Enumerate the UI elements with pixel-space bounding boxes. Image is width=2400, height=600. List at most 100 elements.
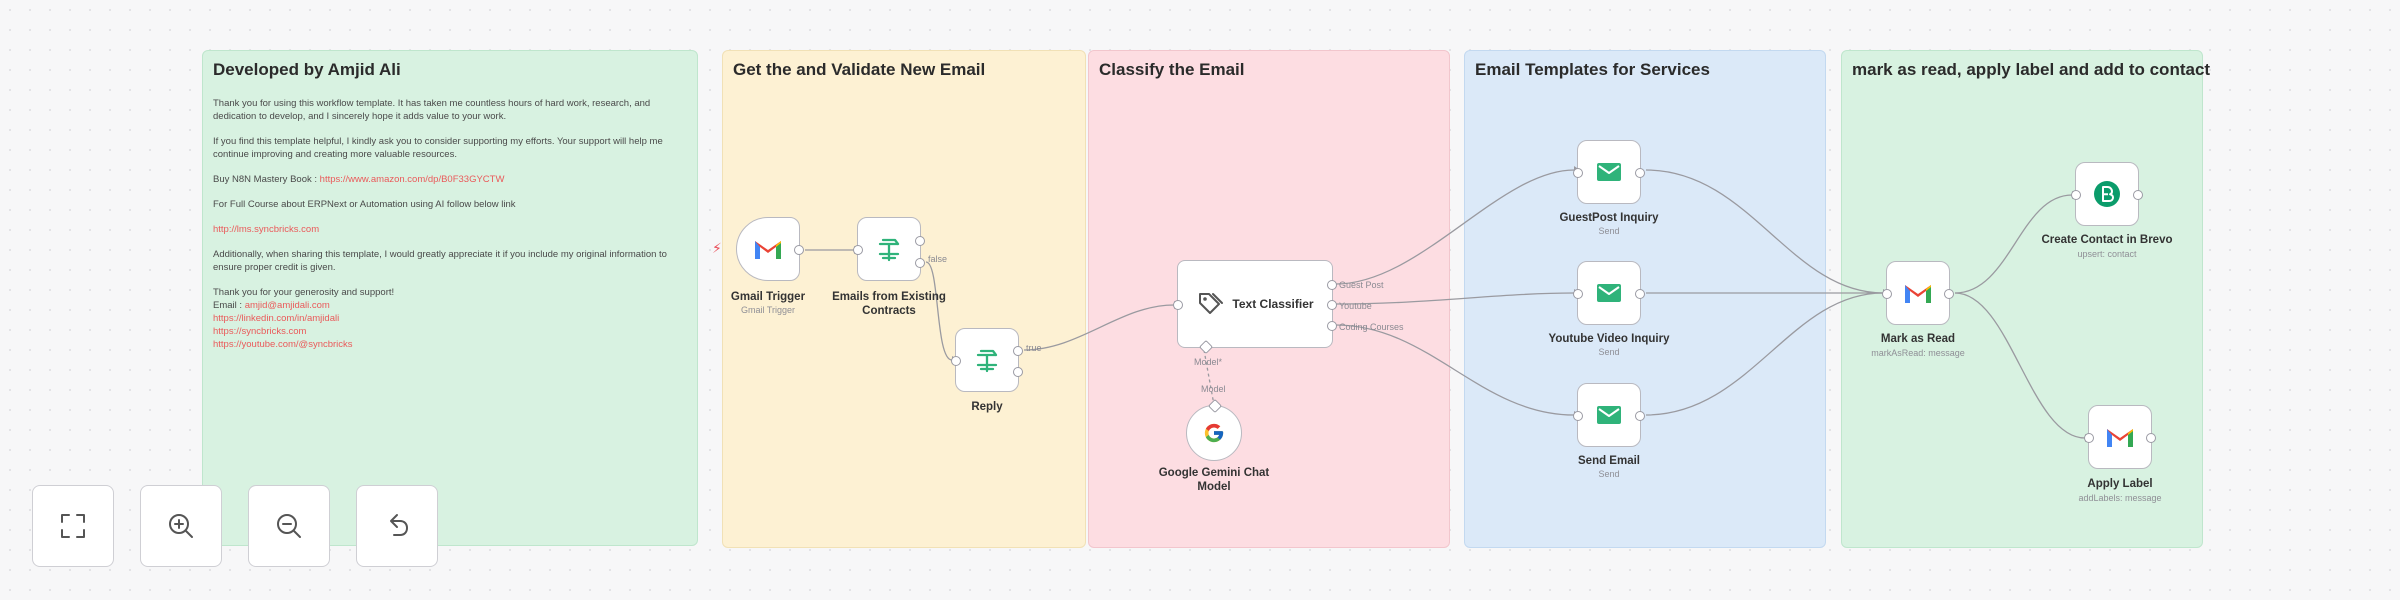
notes-email-prefix: Email : [213, 300, 245, 311]
node-label: GuestPost Inquiry [1559, 212, 1659, 224]
output-port[interactable] [1944, 289, 1954, 299]
node-sublabel: Send [1598, 347, 1620, 357]
output-port-youtube[interactable] [1327, 300, 1337, 310]
port-name-coding: Coding Courses [1339, 322, 1404, 332]
filter-icon [976, 349, 998, 373]
sticky-title-templates: Email Templates for Services [1475, 60, 1710, 79]
lightning-icon: ⚡ [712, 240, 722, 256]
input-port[interactable] [2084, 433, 2094, 443]
node-sublabel: addLabels: message [2078, 493, 2162, 503]
node-send-email[interactable] [1573, 383, 1645, 447]
sticky-title-get-validate: Get the and Validate New Email [733, 60, 986, 79]
book-link[interactable]: https://www.amazon.com/dp/B0F33GYCTW [319, 174, 505, 185]
output-port-guest[interactable] [1327, 280, 1337, 290]
node-label: Emails from Existing Contracts [832, 291, 946, 317]
node-label: Send Email [1578, 455, 1640, 467]
port-name-model: Model [1201, 384, 1226, 394]
node-gmail-trigger[interactable] [736, 217, 804, 281]
input-port[interactable] [951, 356, 961, 366]
input-port[interactable] [1173, 300, 1183, 310]
node-mark-read[interactable] [1882, 261, 1954, 325]
node-sublabel: Send [1598, 469, 1620, 479]
zoom-in-icon [169, 514, 193, 538]
notes-paragraph: Thank you for your generosity and suppor… [213, 286, 683, 351]
input-port[interactable] [853, 245, 863, 255]
lms-link[interactable]: http://lms.syncbricks.com [213, 224, 320, 235]
input-port[interactable] [1573, 289, 1583, 299]
output-port[interactable] [1635, 411, 1645, 421]
fullscreen-icon [61, 514, 85, 538]
notes-paragraph: If you find this template helpful, I kin… [213, 136, 663, 160]
filter-icon [878, 238, 900, 262]
gmail-icon [1905, 285, 1931, 303]
fullscreen-button[interactable] [32, 485, 114, 567]
notes-book-prefix: Buy N8N Mastery Book : [213, 174, 320, 185]
notes-paragraph: For Full Course about ERPNext or Automat… [213, 199, 516, 210]
email-send-icon [1597, 284, 1621, 302]
input-port[interactable] [1573, 168, 1583, 178]
node-label: Gmail Trigger [730, 291, 806, 303]
reset-icon [390, 514, 408, 536]
input-port[interactable] [2071, 190, 2081, 200]
zoom-in-button[interactable] [140, 485, 222, 567]
node-guestpost[interactable] [1573, 140, 1645, 204]
output-port[interactable] [1635, 168, 1645, 178]
node-label: Create Contact in Brevo [2041, 234, 2173, 246]
node-label: Apply Label [2087, 478, 2153, 490]
sticky-title-developer: Developed by Amjid Ali [213, 60, 401, 79]
node-sublabel: Gmail Trigger [740, 305, 795, 315]
node-gemini[interactable]: Model [1186, 384, 1242, 461]
syncbricks-link[interactable]: https://syncbricks.com [213, 326, 307, 337]
notes-paragraph: Additionally, when sharing this template… [213, 249, 667, 273]
reset-zoom-button[interactable] [356, 485, 438, 567]
sticky-get-validate[interactable]: Get the and Validate New Email [722, 50, 1086, 548]
input-port[interactable] [1882, 289, 1892, 299]
port-name-model: Model* [1194, 357, 1223, 367]
node-reply[interactable]: true [951, 328, 1042, 392]
node-sublabel: markAsRead: message [1871, 348, 1965, 358]
node-apply-label[interactable] [2084, 405, 2156, 469]
sticky-templates[interactable]: Email Templates for Services [1464, 50, 1826, 548]
email-send-icon [1597, 406, 1621, 424]
port-name-guest: Guest Post [1339, 280, 1384, 290]
email-link[interactable]: amjid@amjidali.com [244, 300, 330, 311]
notes-paragraph: Thank you for using this workflow templa… [213, 98, 651, 122]
zoom-out-button[interactable] [248, 485, 330, 567]
node-label: Google Gemini Chat Model [1158, 467, 1270, 493]
notes-thanks: Thank you for your generosity and suppor… [213, 287, 395, 298]
node-youtube-inquiry[interactable] [1573, 261, 1645, 325]
output-port[interactable] [1635, 289, 1645, 299]
zoom-out-icon [277, 514, 301, 538]
output-port[interactable] [2146, 433, 2156, 443]
sticky-title-mark: mark as read, apply label and add to con… [1852, 60, 2211, 79]
gmail-icon [2107, 429, 2133, 447]
node-brevo[interactable] [2071, 162, 2143, 226]
output-port-false[interactable] [915, 258, 925, 268]
developer-notes: Thank you for using this workflow templa… [213, 97, 683, 351]
notes-paragraph: Buy N8N Mastery Book : https://www.amazo… [213, 173, 683, 186]
linkedin-link[interactable]: https://linkedin.com/in/amjidali [213, 313, 340, 324]
node-sublabel: upsert: contact [2077, 249, 2137, 259]
output-port-coding[interactable] [1327, 321, 1337, 331]
google-icon [1204, 423, 1224, 443]
port-name-false: false [928, 254, 948, 264]
input-port[interactable] [1573, 411, 1583, 421]
node-label: Reply [971, 401, 1003, 413]
output-port-true[interactable] [1013, 346, 1023, 356]
sticky-developer[interactable]: Developed by Amjid Ali Thank you for usi… [202, 50, 698, 546]
gmail-icon [755, 241, 781, 259]
node-sublabel: Send [1598, 226, 1620, 236]
output-port[interactable] [2133, 190, 2143, 200]
youtube-link[interactable]: https://youtube.com/@syncbricks [213, 339, 353, 350]
output-port[interactable] [794, 245, 804, 255]
node-text-classifier[interactable]: Text Classifier Guest Post Youtube Codin… [1173, 260, 1404, 367]
output-port-false[interactable] [1013, 367, 1023, 377]
port-name-true: true [1026, 343, 1042, 353]
node-label: Text Classifier [1232, 297, 1314, 311]
node-emails-existing[interactable]: false [853, 217, 947, 281]
node-label: Youtube Video Inquiry [1548, 333, 1670, 345]
email-send-icon [1597, 163, 1621, 181]
output-port-true[interactable] [915, 236, 925, 246]
tag-icon [1199, 293, 1224, 314]
port-name-youtube: Youtube [1339, 301, 1372, 311]
